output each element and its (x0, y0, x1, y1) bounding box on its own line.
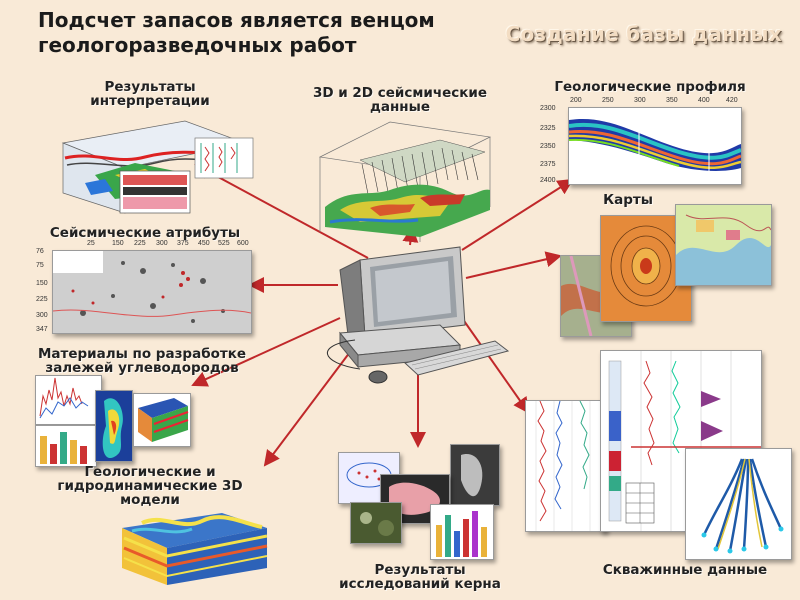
attr-y-ticks: 76 75 150 225 300 347 (36, 248, 48, 333)
label-core: Результаты исследований керна (339, 562, 501, 592)
seismic-data-cube (300, 112, 510, 244)
core-sem-image (450, 444, 500, 506)
well-log-main (600, 350, 762, 532)
slide-title: Подсчет запасов является венцом геологор… (38, 8, 435, 57)
arrow-to-profiles (461, 178, 574, 251)
core-photo (350, 502, 402, 544)
attr-x-ticks: 25 150 225 300 375 450 525 600 (87, 240, 249, 247)
dev-columns (35, 425, 97, 467)
label-interpretation: Результаты интерпретации (90, 79, 210, 109)
arrow-to-models (263, 351, 351, 467)
model-3d-block (112, 493, 272, 588)
core-bar-chart (430, 504, 494, 560)
profile-y-ticks: 2300 2325 2350 2375 2400 (540, 105, 556, 184)
label-seismic-attributes: Сейсмические атрибуты (49, 225, 241, 241)
label-well-data: Скважинные данные (602, 562, 768, 578)
computer-illustration (320, 245, 510, 385)
profile-panel: 200 250 300 350 400 420 2300 2325 2350 2… (540, 97, 745, 189)
label-maps: Карты (603, 192, 653, 208)
dev-field-map (95, 390, 133, 462)
interpretation-panel (55, 113, 255, 218)
label-geo-profiles: Геологические профиля (554, 79, 746, 95)
arrow-to-interpretation (194, 164, 369, 259)
arrow-to-wells (461, 317, 530, 414)
profile-plot (568, 107, 742, 185)
seismic-attribute-map (52, 250, 252, 334)
dev-bar-chart (35, 375, 102, 425)
label-seismic-data: 3D и 2D сейсмические данные (312, 85, 488, 115)
profile-x-ticks: 200 250 300 350 400 420 (570, 97, 738, 104)
arrow-to-maps (465, 251, 562, 279)
dev-3d-block (133, 393, 191, 447)
development-panel (35, 375, 191, 467)
arrow-to-development (191, 317, 341, 387)
well-trajectories-3d (685, 448, 792, 560)
map-regional (675, 204, 772, 286)
core-panel (338, 444, 500, 562)
section-header: Создание базы данных (505, 22, 782, 46)
label-development: Материалы по разработке залежей углеводо… (37, 346, 247, 376)
label-models: Геологические и гидродинамические 3D мод… (57, 464, 243, 508)
well-log-left (525, 400, 607, 532)
well-data-panel (525, 350, 793, 562)
